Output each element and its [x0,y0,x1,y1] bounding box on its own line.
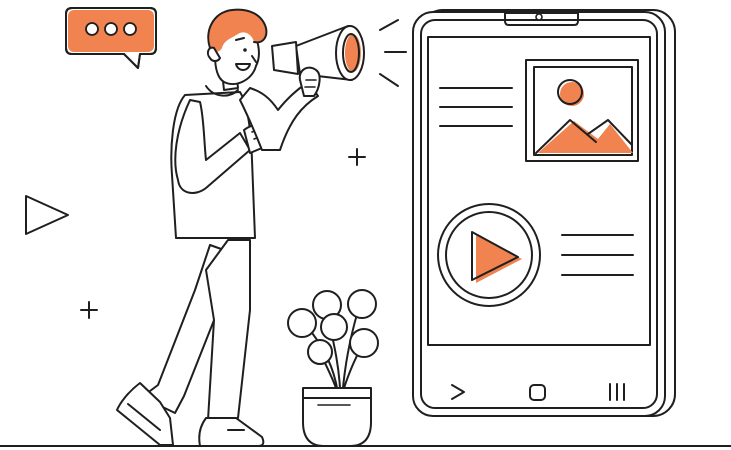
image-thumbnail-icon [525,59,639,162]
recents-nav-icon[interactable] [609,383,625,401]
person [116,8,365,447]
play-outline-icon [25,195,69,235]
text-placeholder-lines [439,87,513,127]
sound-wave-lines [379,19,407,87]
megaphone-icon [271,25,365,97]
phone-screen [427,36,651,346]
sparkle-plus-icon [348,148,366,166]
speech-bubble-icon [65,7,157,69]
text-placeholder-lines [561,234,634,276]
sparkle-plus-icon [80,301,98,319]
play-button-icon[interactable] [437,203,541,307]
home-nav-icon[interactable] [529,384,546,401]
smartphone [412,9,676,417]
back-nav-icon[interactable] [451,384,465,400]
potted-plant [287,289,379,447]
